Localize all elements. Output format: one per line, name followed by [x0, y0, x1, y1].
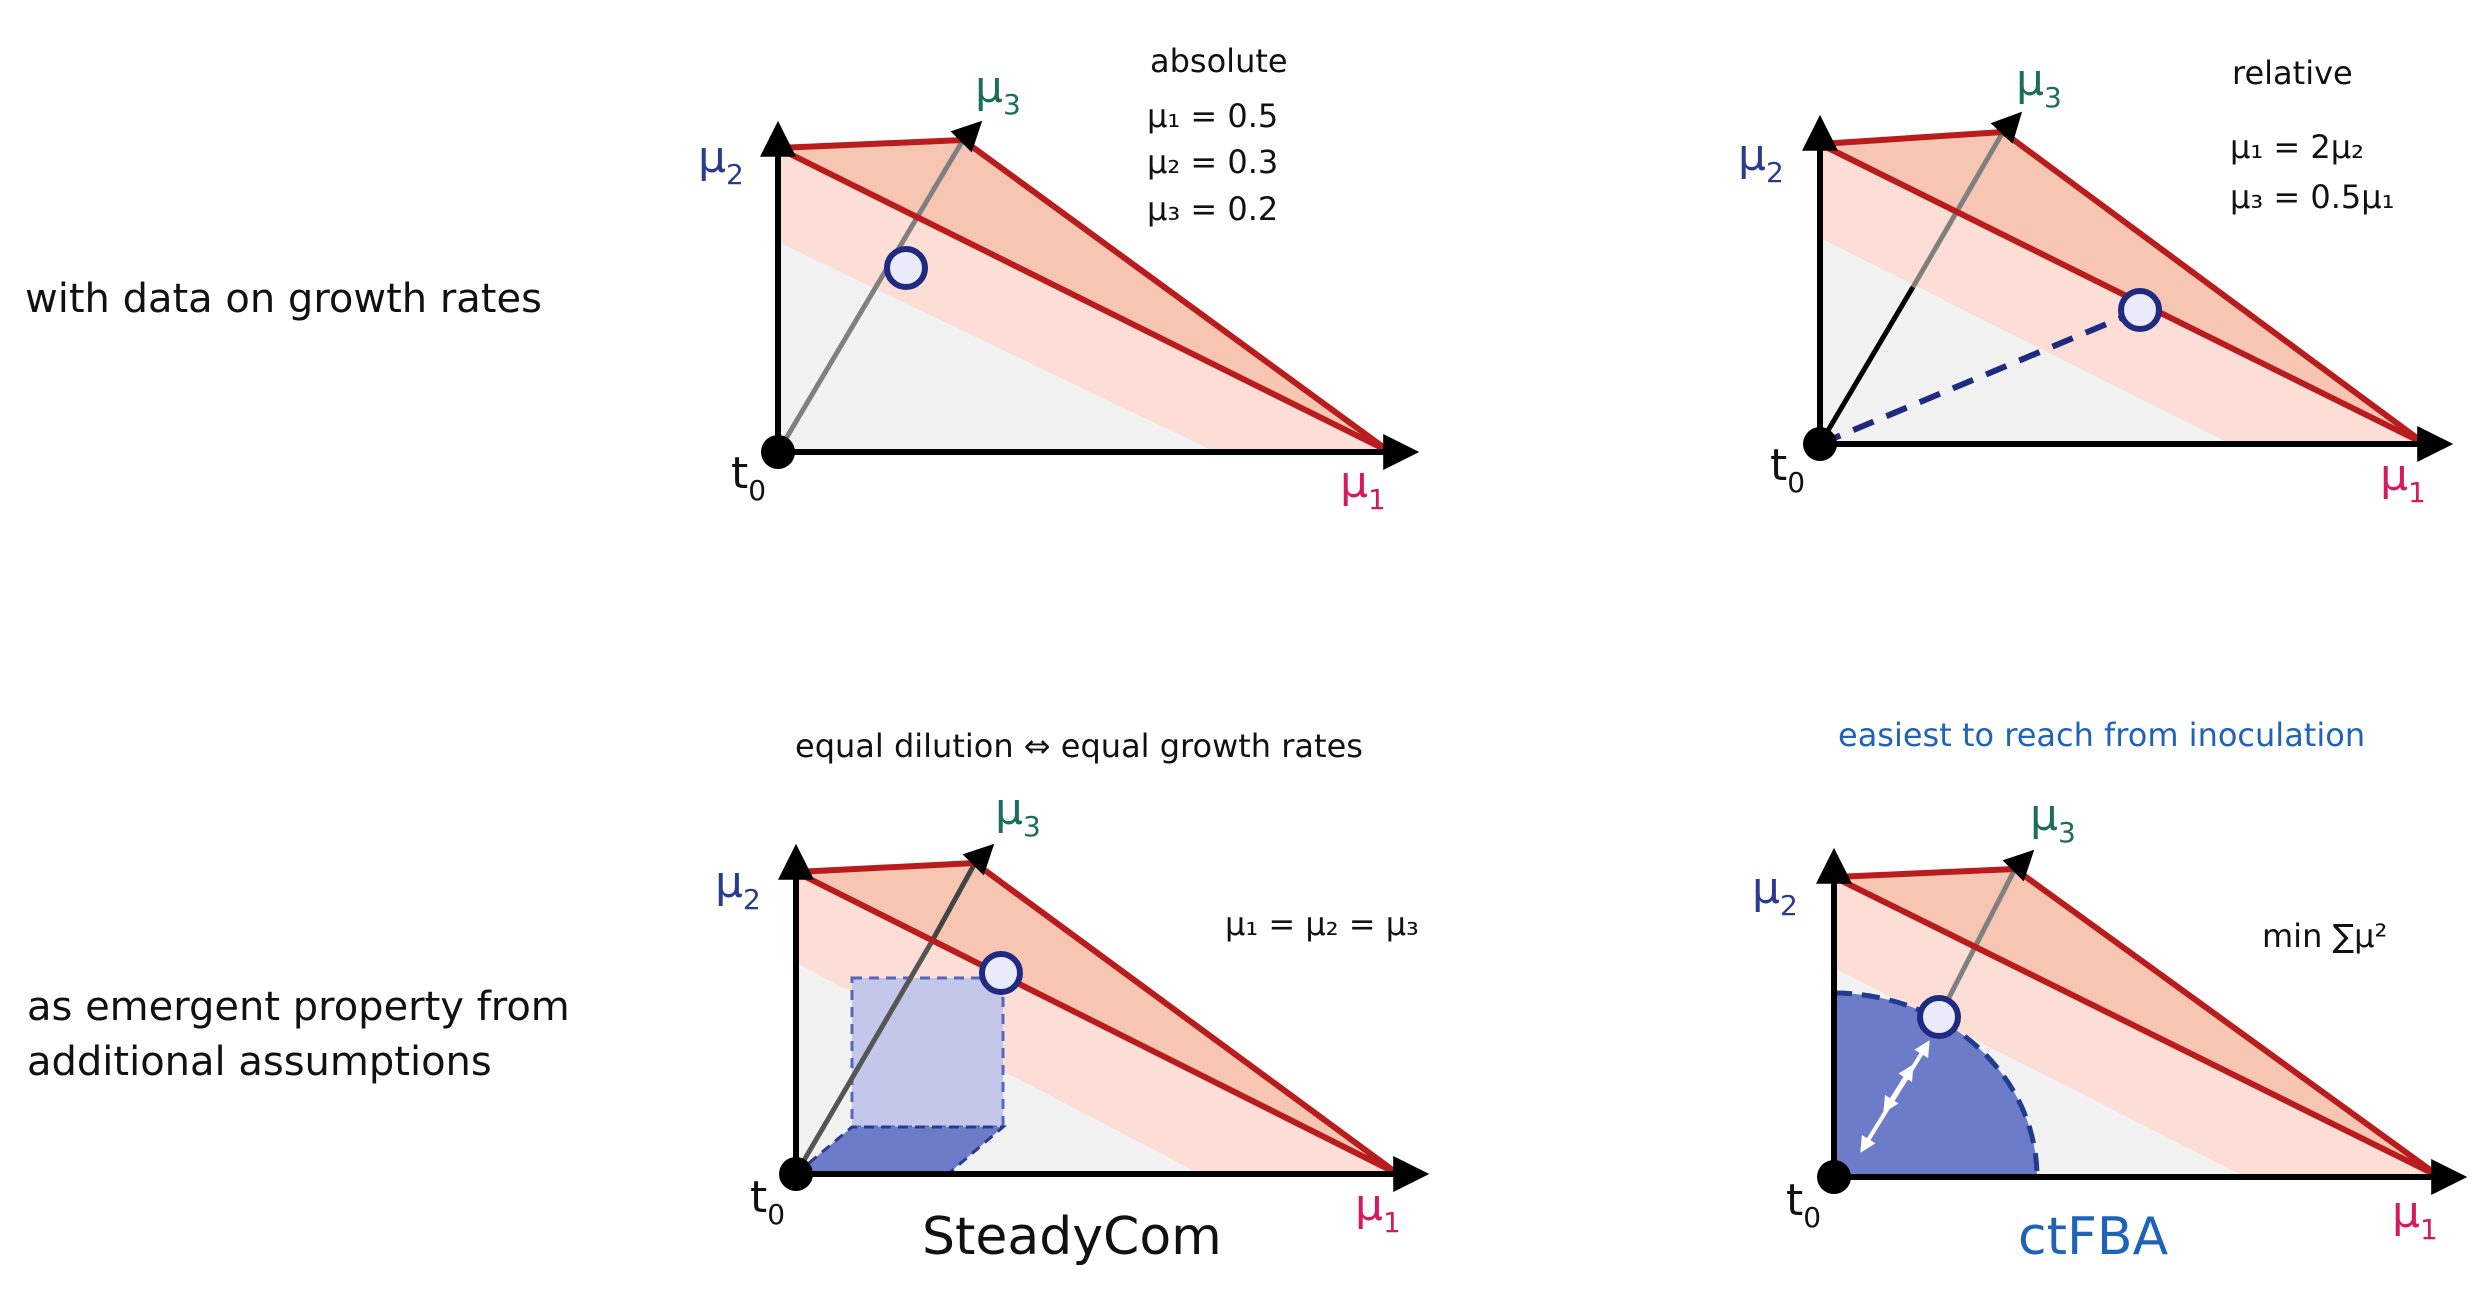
t0-label: t0 [1770, 440, 1805, 499]
t0-label: t0 [750, 1172, 785, 1231]
solution-point [979, 951, 1023, 995]
panel-title-steadycom: equal dilution ⇔ equal growth rates [795, 727, 1363, 765]
ratio-line [1818, 307, 2142, 447]
panel-title-absolute: absolute [1150, 42, 1288, 80]
edge-right [2001, 129, 2427, 447]
solution-point [884, 246, 928, 290]
row-label-emergent-line2: additional assumptions [27, 1039, 492, 1085]
eq-equal-rates: μ₁ = μ₂ = μ₃ [1225, 905, 1419, 943]
row-label-emergent-line1: as emergent property from [27, 984, 570, 1030]
row-label-data: with data on growth rates [25, 276, 542, 322]
reach-boundary [1833, 990, 2040, 1178]
edge-top [795, 860, 976, 875]
distance-arrow-long [1860, 1040, 1930, 1153]
origin-dot [779, 1157, 813, 1191]
edge-top [777, 137, 964, 151]
mu2-label: μ2 [1738, 130, 1784, 189]
panel-steadycom: μ2 μ3 μ1 t0 equal dilution ⇔ equal growt… [715, 727, 1430, 1267]
caption-ctfba: ctFBA [2018, 1207, 2169, 1267]
mu3-arrow [2002, 849, 2035, 882]
edge-top [1833, 866, 2016, 880]
mu3-axis [1936, 867, 2018, 1019]
solution-point [2118, 288, 2162, 332]
mu3-label: μ3 [2016, 55, 2062, 114]
caption-steadycom: SteadyCom [922, 1207, 1222, 1267]
mu3-axis-upper [928, 861, 978, 945]
origin-dot [761, 435, 795, 469]
eq-min-sum: min ∑μ² [2262, 917, 2387, 955]
edge-diagonal [1832, 874, 2442, 1180]
panel-absolute: μ2 μ3 μ1 t0 absolute μ₁ = 0.5 μ₂ = 0.3 μ… [698, 42, 1420, 516]
mu3-arrow [1990, 111, 2023, 144]
panel-title-relative: relative [2232, 54, 2353, 92]
mu3-label: μ3 [975, 62, 1021, 121]
edge-right [2013, 866, 2442, 1180]
eq-mu2: μ₂ = 0.3 [1147, 143, 1278, 181]
mu3-axis [775, 138, 966, 454]
edge-right [973, 860, 1400, 1177]
eq-ratio-2: μ₃ = 0.5μ₁ [2230, 178, 2394, 216]
origin-dot [1803, 427, 1837, 461]
edge-top [1819, 129, 2004, 147]
mu1-label: μ1 [1355, 1180, 1401, 1239]
eq-mu3: μ₃ = 0.2 [1147, 190, 1278, 228]
panel-title-ctfba: easiest to reach from inoculation [1838, 716, 2365, 754]
mu2-label: μ2 [698, 132, 744, 191]
solution-point [1917, 995, 1961, 1039]
dilution-box-front [850, 976, 1005, 1129]
eq-mu1: μ₁ = 0.5 [1147, 97, 1278, 135]
mu2-label: μ2 [715, 857, 761, 916]
mu3-axis-lower [793, 941, 934, 1176]
mu1-label: μ1 [2380, 450, 2426, 509]
edge-diagonal [794, 869, 1400, 1177]
mu3-label: μ3 [2030, 790, 2076, 849]
t0-label: t0 [1786, 1175, 1821, 1234]
mu1-label: μ1 [1340, 457, 1386, 516]
origin-dot [1817, 1160, 1851, 1194]
mu2-label: μ2 [1752, 863, 1798, 922]
eq-ratio-1: μ₁ = 2μ₂ [2230, 128, 2364, 166]
edge-diagonal [1818, 141, 2427, 447]
mu3-arrow [950, 120, 983, 153]
mu1-label: μ1 [2392, 1187, 2438, 1246]
mu3-arrow [962, 843, 995, 876]
edge-right [961, 137, 1392, 455]
panel-relative: μ2 μ3 μ1 t0 relative μ₁ = 2μ₂ μ₃ = 0.5μ₁ [1738, 54, 2454, 509]
mu3-axis-lower [1817, 285, 1916, 446]
edge-diagonal [776, 145, 1392, 455]
mu3-label: μ3 [995, 784, 1041, 843]
panel-ctfba: μ2 μ3 μ1 t0 easiest to reach from inocul… [1752, 716, 2468, 1267]
t0-label: t0 [731, 448, 766, 507]
